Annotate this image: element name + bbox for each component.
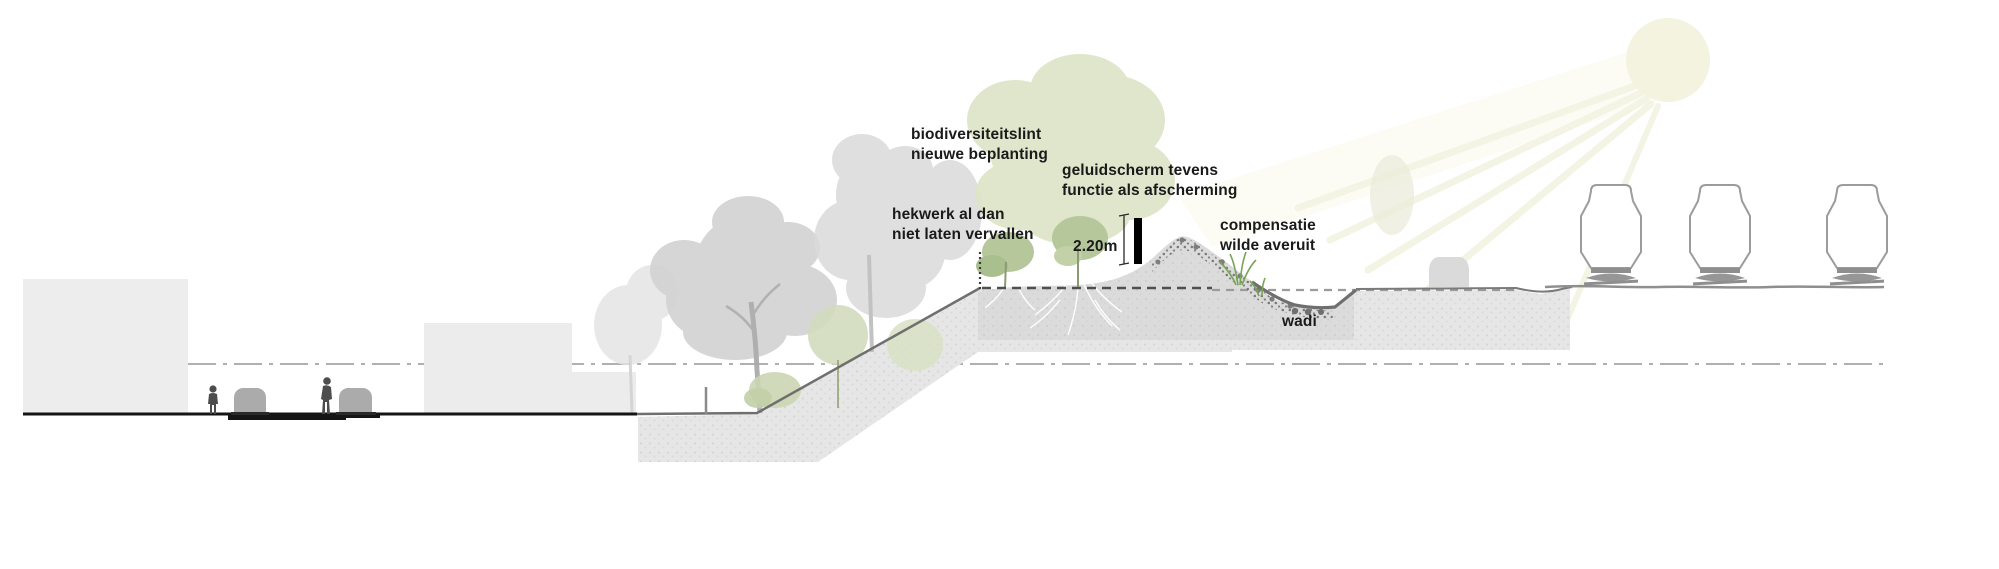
tree-green-large (967, 54, 1175, 245)
label-fence-line2: niet laten vervallen (892, 226, 1034, 243)
building-mid (424, 323, 572, 415)
label-screen-height-value: 2.20m (1073, 238, 1118, 255)
right-surface-line (1355, 286, 1573, 293)
building-left (23, 279, 188, 413)
label-compensation: compensatie wilde averuit (1220, 216, 1316, 256)
cyclist-silhouette (321, 377, 332, 414)
slope-surface-line (636, 286, 981, 416)
van-silhouette (1429, 257, 1469, 287)
dimension-line (1118, 213, 1130, 266)
sun-beam (1178, 52, 1656, 247)
berm-shrubs (976, 216, 1108, 289)
label-compensation-line2: wilde averuit (1220, 237, 1316, 254)
road-strip (228, 414, 346, 420)
car-silhouette (231, 388, 269, 415)
label-biodiversity: biodiversiteitslint nieuwe beplanting (911, 125, 1048, 165)
label-compensation-line1: compensatie (1220, 217, 1316, 234)
label-sound-screen-line2: functie als afscherming (1062, 182, 1238, 199)
pedestrian-silhouette (208, 385, 218, 414)
tree-gray-large (650, 196, 837, 414)
grass-tufts (1219, 251, 1266, 297)
train-car (1826, 184, 1888, 286)
sound-screen-bar (1134, 218, 1142, 264)
building-mid-annex (572, 372, 636, 415)
wadi-surface-line (1251, 280, 1358, 310)
label-biodiversity-line2: nieuwe beplanting (911, 146, 1048, 163)
wadi-stones (1291, 307, 1324, 316)
label-fence: hekwerk al dan niet laten vervallen (892, 205, 1034, 245)
road-strip-2 (346, 414, 380, 418)
label-screen-height: 2.20m (1073, 237, 1117, 257)
tree-gray-tall (814, 134, 982, 353)
label-wadi-text: wadi (1282, 313, 1317, 330)
tree-faint-right (1370, 155, 1414, 235)
label-sound-screen: geluidscherm tevens functie als afscherm… (1062, 161, 1237, 201)
label-sound-screen-line1: geluidscherm tevens (1062, 162, 1219, 179)
train-car (1689, 184, 1751, 286)
car-silhouette-2 (336, 388, 376, 415)
gravel-band (1150, 237, 1334, 320)
label-biodiversity-line1: biodiversiteitslint (911, 126, 1042, 143)
label-wadi: wadi (1282, 312, 1317, 332)
rail-line (1544, 284, 1885, 289)
train-car (1580, 184, 1642, 286)
label-fence-line1: hekwerk al dan (892, 206, 1005, 223)
sun-icon (1626, 18, 1710, 102)
